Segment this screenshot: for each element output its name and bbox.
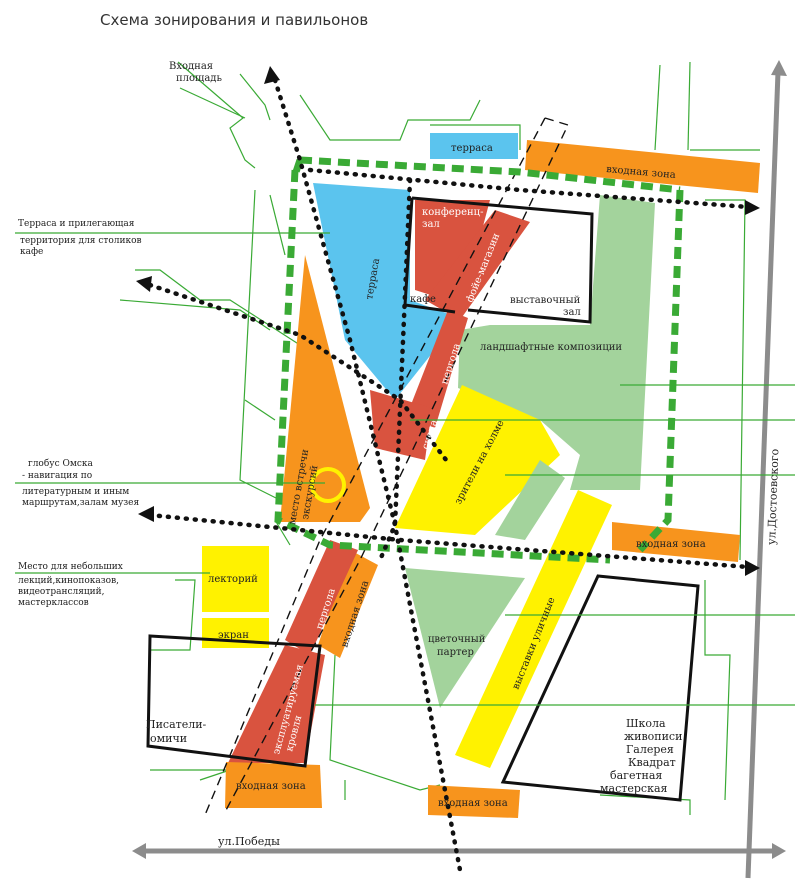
- small-events-note-3: видеотрансляций,: [18, 587, 105, 597]
- school-label-2: живописи: [624, 730, 682, 743]
- writers-label-2: омичи: [150, 732, 187, 745]
- lecture-zone: [202, 546, 269, 612]
- school-label-1: Школа: [626, 717, 666, 730]
- pedestrian-routes: [147, 77, 751, 873]
- entry-zone-bottom-label: входная зона: [438, 798, 508, 809]
- roof-zone: [228, 645, 325, 763]
- landscape-zone: [458, 195, 655, 490]
- small-events-note-1: Место для небольших: [18, 561, 123, 572]
- school-outline: [500, 574, 700, 802]
- green-dashed-perimeter: [274, 156, 684, 564]
- terrace-cafe-note-2: территория для столиков: [20, 236, 142, 246]
- pergola-bottom-zone: [285, 540, 358, 655]
- entry-zone-right-label: входная зона: [636, 539, 706, 550]
- conference-label-2: зал: [422, 219, 440, 230]
- lecture-label: лекторий: [208, 574, 258, 585]
- globe-note-4: маршрутам,залам музея: [22, 498, 140, 508]
- writers-outline: [146, 634, 322, 768]
- terrace-top-zone: [430, 133, 518, 159]
- spectators-zone: [395, 385, 560, 535]
- entry-zone-bottom-left-label: входная зона: [236, 781, 306, 792]
- entry-zone-top: [525, 140, 760, 193]
- flower-label-2: партер: [437, 647, 474, 658]
- screen-label: экран: [218, 630, 249, 641]
- globe-note-3: литературным и иным: [22, 487, 129, 497]
- school-label-5: багетная: [610, 769, 662, 782]
- zones: [202, 133, 760, 818]
- flower-label-1: цветочный: [428, 634, 486, 645]
- terrace-top-label: терраса: [451, 143, 493, 154]
- exhibition-label-2: зал: [563, 307, 581, 318]
- entry-square-label-2: площадь: [176, 73, 222, 84]
- school-label-4: Квадрат: [628, 756, 676, 769]
- street-pobedy-label: ул.Победы: [218, 835, 280, 848]
- globe-marker: [310, 467, 346, 503]
- entry-zone-bottom-left: [225, 762, 322, 808]
- route-arrowheads: [136, 66, 760, 576]
- terrace-cafe-note-1: Терраса и прилегающая: [18, 219, 135, 229]
- landscape-label: ландшафтные композиции: [480, 342, 622, 353]
- cafe-label: кафе: [410, 294, 436, 305]
- conference-zone: [415, 200, 490, 305]
- diagram-title: Схема зонирования и павильонов: [100, 11, 368, 29]
- leader-lines: [15, 232, 795, 706]
- small-events-note-2: лекций,кинопоказов,: [18, 576, 119, 586]
- landscape-small-zone: [495, 460, 565, 540]
- school-label-3: Галерея: [626, 743, 674, 756]
- entry-zone-right: [612, 522, 740, 562]
- school-label-6: мастерская: [600, 782, 668, 795]
- small-events-note-4: мастерклассов: [18, 598, 89, 608]
- entry-zone-mid: [318, 550, 378, 658]
- terrace-cafe-note-3: кафе: [20, 247, 43, 257]
- exhibition-label-1: выставочный: [510, 295, 581, 306]
- flower-zone: [405, 568, 525, 708]
- street-dostoevsky-label: ул.Достоевского: [765, 448, 781, 545]
- writers-label-1: Писатели-: [146, 718, 207, 731]
- meeting-zone: [280, 255, 370, 522]
- entry-zone-bottom: [428, 785, 520, 818]
- conference-label-1: конференц-: [422, 207, 483, 218]
- globe-note-1: глобус Омска: [28, 458, 94, 469]
- pergola-top-zone: [405, 310, 468, 428]
- entry-square-label-1: Входная: [169, 61, 213, 72]
- pergola-dashed-outline: [204, 117, 569, 816]
- exhibition-outline: [411, 196, 594, 324]
- globe-note-2: - навигация по: [22, 471, 92, 481]
